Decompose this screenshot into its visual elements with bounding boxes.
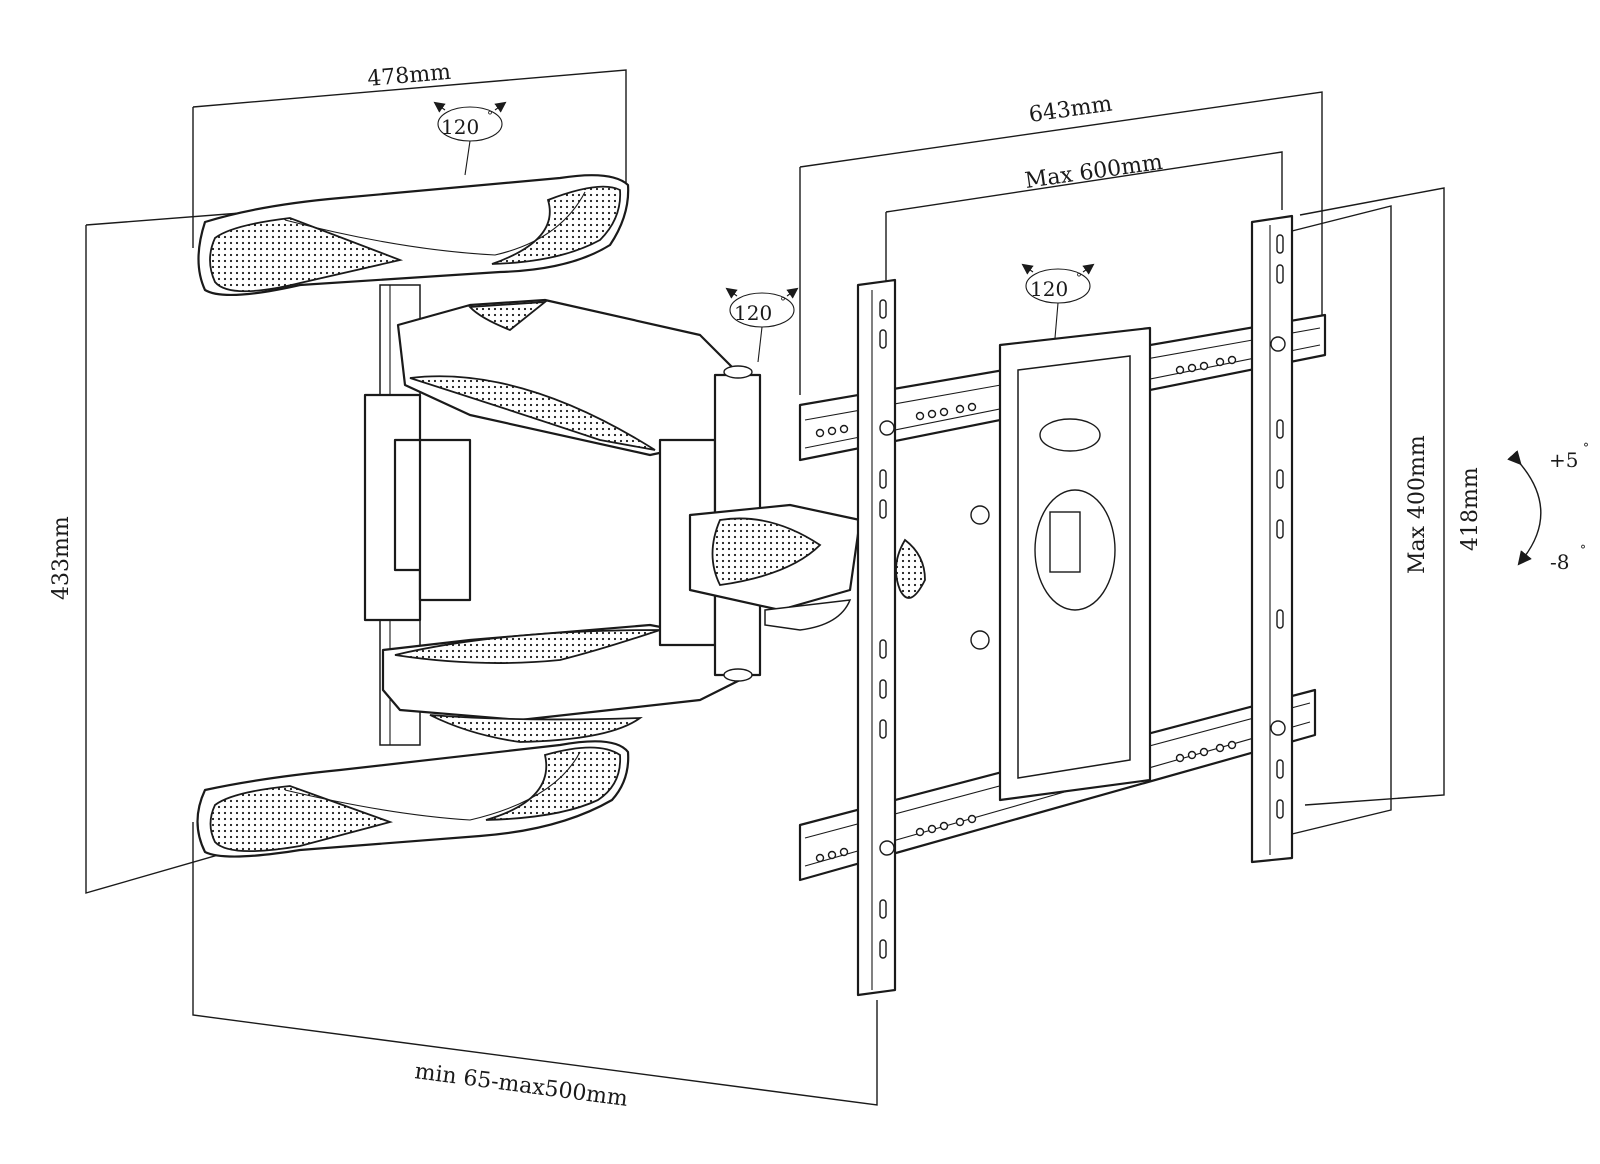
- rail-holes: [815, 355, 1237, 863]
- vesa-height-frame: [1287, 205, 1392, 836]
- plate-height-label: 418mm: [1458, 467, 1483, 551]
- extension-frame: [192, 822, 878, 1106]
- swivel-wall-plate-degree: °: [487, 109, 493, 123]
- swivel-wall-plate-label: 120: [441, 115, 479, 139]
- vesa-width-label: Max 600mm: [1023, 150, 1164, 194]
- tilt-indicator: +5 ° -8 °: [1507, 441, 1589, 574]
- arm-depth-label: 478mm: [366, 60, 452, 92]
- left-vertical-bracket: [856, 278, 897, 997]
- swivel-tv-bracket-degree: °: [1076, 271, 1082, 285]
- swivel-arm-joint-label: 120: [734, 301, 772, 325]
- right-vertical-bracket: [1250, 214, 1294, 864]
- vesa-height-label: Max 400mm: [1405, 435, 1430, 574]
- plate-height-frame: [1299, 187, 1445, 806]
- tv-bracket: [798, 214, 1327, 997]
- swing-arms: [363, 298, 926, 743]
- plate-width-label: 643mm: [1027, 92, 1114, 128]
- plate-width-frame: [799, 91, 1323, 395]
- wall-plate: [196, 174, 630, 858]
- tilt-up-degree: °: [1583, 441, 1589, 455]
- swivel-tv-bracket: 120 °: [1021, 263, 1095, 339]
- swivel-tv-bracket-label: 120: [1030, 277, 1068, 301]
- tilt-down-label: -8: [1550, 550, 1569, 574]
- wall-height-label: 433mm: [49, 516, 74, 600]
- arm-depth-frame: [192, 69, 627, 187]
- bracket-slots: [879, 234, 1286, 959]
- vesa-width-frame: [885, 151, 1283, 282]
- swivel-arm-joint-degree: °: [780, 295, 786, 309]
- tilt-down-degree: °: [1580, 543, 1586, 557]
- dimension-frames: [85, 69, 1445, 1106]
- extension-label: min 65-max500mm: [413, 1059, 629, 1112]
- swivel-arm-joint: 120 °: [725, 287, 799, 363]
- tilt-arrow: [1507, 450, 1542, 566]
- tilt-up-label: +5: [1549, 448, 1578, 472]
- swivel-wall-plate: 120 °: [433, 101, 507, 176]
